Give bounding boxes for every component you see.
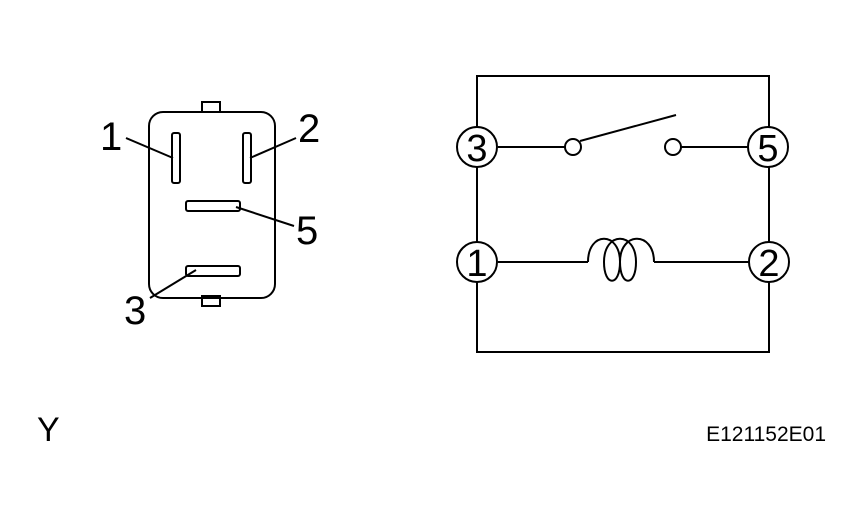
terminal-1-label: 1 [466,243,487,285]
view-label: Y [37,411,60,449]
pin-1-label: 1 [100,115,122,159]
connector-bottom-key [201,295,221,307]
terminal-3-circle [456,126,498,168]
pin-3-terminal [185,265,241,277]
pin-1-leader [125,137,174,159]
switch-blade [579,114,677,142]
figure-id: E121152E01 [706,423,826,446]
pin-2-label: 2 [298,107,320,151]
pin-1-terminal [171,132,181,184]
pin-5-terminal [185,200,241,212]
terminal-5-circle [747,126,789,168]
relay-connector-view [125,101,297,307]
connector-top-key [201,101,221,113]
terminal-2-label: 2 [758,243,779,285]
terminal-1-circle [456,241,498,283]
pin-3-leader [149,269,197,299]
pin-5-leader [235,206,295,227]
relay-housing-outline [476,75,770,353]
relay-circuit-schematic [456,75,790,353]
connector-body [148,111,276,299]
terminal-2-circle [748,241,790,283]
terminal-3-label: 3 [466,128,487,170]
switch-contact-left [564,138,582,156]
pin-3-label: 3 [124,289,146,333]
pin-5-label: 5 [296,209,318,253]
pin-2-terminal [242,132,252,184]
terminal-5-label: 5 [757,128,778,170]
switch-contact-right [664,138,682,156]
relay-coil-symbol [587,237,655,282]
pin-2-leader [249,137,297,159]
